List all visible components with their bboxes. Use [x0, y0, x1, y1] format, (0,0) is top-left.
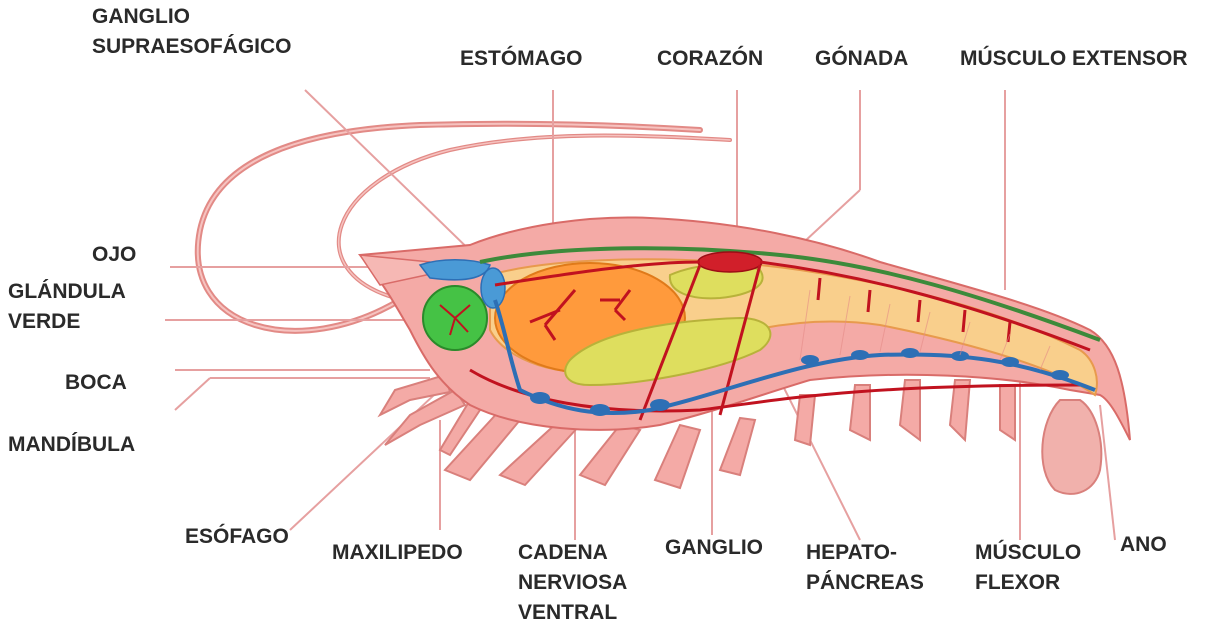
label-line: VENTRAL [518, 598, 627, 628]
label-ganglio: GANGLIO [665, 533, 763, 563]
label-line: GANGLIO [92, 2, 292, 32]
label-glandula-verde: GLÁNDULA VERDE [8, 277, 126, 337]
tail-fan [1042, 400, 1101, 494]
label-ano: ANO [1120, 530, 1167, 560]
label-gonada: GÓNADA [815, 44, 908, 74]
label-ojo: OJO [92, 240, 136, 270]
label-line: FLEXOR [975, 568, 1081, 598]
heart [698, 252, 762, 272]
label-musculo-flexor: MÚSCULO FLEXOR [975, 538, 1081, 598]
eye [481, 268, 505, 308]
label-corazon: CORAZÓN [657, 44, 763, 74]
label-musculo-extensor: MÚSCULO EXTENSOR [960, 44, 1188, 74]
label-maxilipedo: MAXILIPEDO [332, 538, 463, 568]
label-hepatopancreas: HEPATO- PÁNCREAS [806, 538, 924, 598]
label-estomago: ESTÓMAGO [460, 44, 583, 74]
label-ganglio-supraesofagico: GANGLIO SUPRAESOFÁGICO [92, 2, 292, 62]
label-line: GLÁNDULA [8, 277, 126, 307]
label-line: CADENA [518, 538, 627, 568]
label-line: MÚSCULO [975, 538, 1081, 568]
label-esofago: ESÓFAGO [185, 522, 289, 552]
label-line: SUPRAESOFÁGICO [92, 32, 292, 62]
label-boca: BOCA [65, 368, 127, 398]
label-line: HEPATO- [806, 538, 924, 568]
label-line: VERDE [8, 307, 126, 337]
label-line: NERVIOSA [518, 568, 627, 598]
label-cadena-nerviosa-ventral: CADENA NERVIOSA VENTRAL [518, 538, 627, 628]
label-mandibula: MANDÍBULA [8, 430, 135, 460]
label-line: PÁNCREAS [806, 568, 924, 598]
